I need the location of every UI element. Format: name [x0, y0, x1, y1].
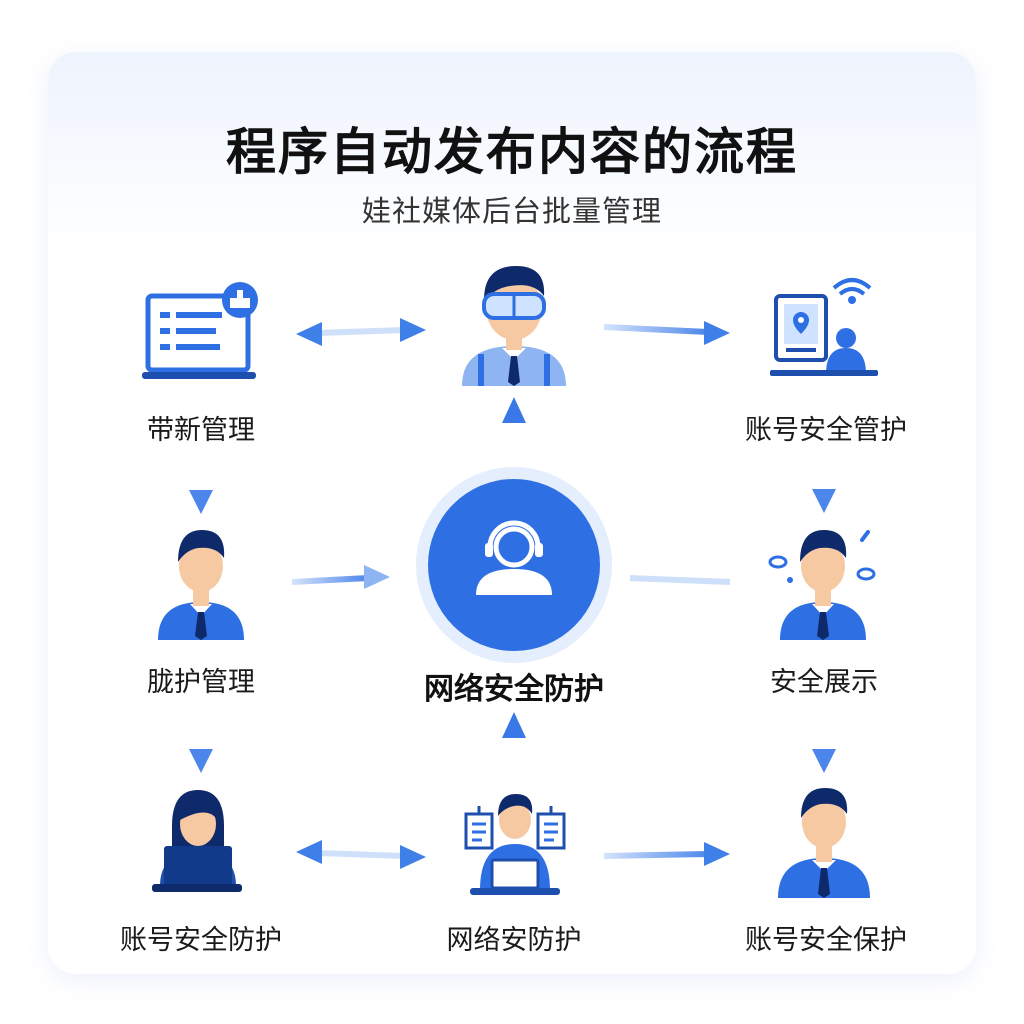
woman-laptop-icon [152, 790, 242, 892]
engineer-goggles-icon [462, 266, 566, 386]
arrow-center-up-top [502, 397, 526, 453]
center-label: 网络安全防护 [424, 672, 604, 707]
arrow-right-down-1 [812, 452, 836, 513]
arrow-left-down-1 [189, 452, 213, 514]
businessman-icon [778, 788, 870, 898]
node-label-mid-right: 安全展示 [770, 667, 878, 698]
center-hub[interactable] [414, 465, 614, 665]
node-label-mid-left: 胧护管理 [147, 667, 255, 698]
arrow-bottom-right [603, 842, 730, 866]
node-label-bottom-left: 账号安全防护 [120, 925, 282, 956]
thinking-man-icon [768, 530, 876, 640]
node-label-bottom-center: 网络安防护 [446, 925, 582, 956]
page-title: 程序自动发布内容的流程 [226, 123, 798, 181]
headset-user-icon [476, 520, 552, 595]
laptop-list-icon [142, 282, 258, 379]
worker-laptop-boards-icon [464, 794, 566, 895]
businessman-icon [158, 530, 244, 640]
arrow-center-up-bottom [502, 712, 526, 774]
node-label-bottom-right: 账号安全保护 [745, 925, 907, 956]
line-center-to-mid-right [629, 575, 731, 585]
arrow-mid-left-to-center [291, 565, 390, 589]
arrow-top-right [603, 321, 730, 345]
device-wifi-user-icon [770, 278, 878, 376]
arrow-top-left-double [296, 318, 426, 346]
arrow-left-down-2 [189, 705, 213, 773]
node-label-top-left: 带新管理 [147, 415, 255, 446]
arrow-right-down-2 [812, 705, 836, 773]
page-subtitle: 娃社媒体后台批量管理 [361, 194, 662, 228]
arrow-bottom-left-double [296, 840, 426, 869]
node-label-top-right: 账号安全管护 [745, 415, 907, 446]
